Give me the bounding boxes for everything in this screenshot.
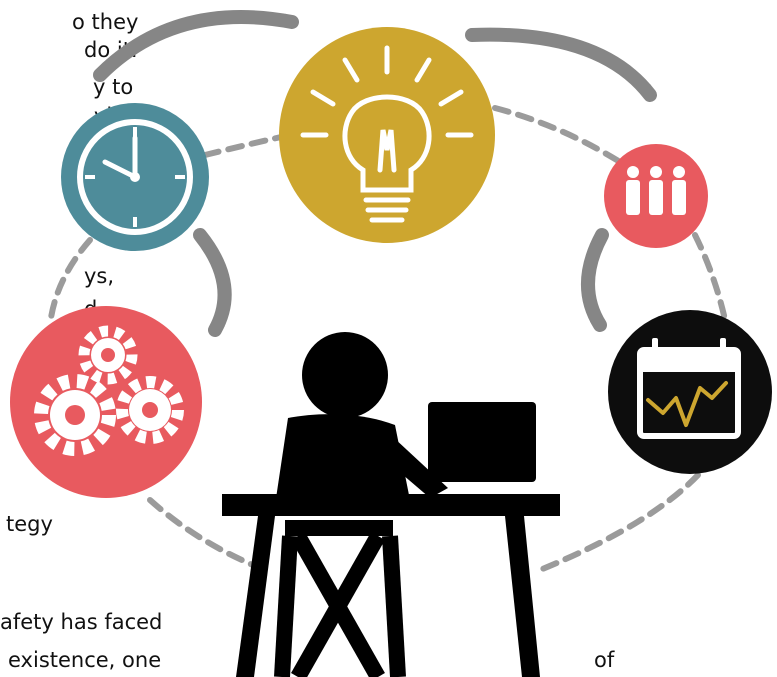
clock-icon bbox=[61, 103, 209, 251]
text-fragment: afety has faced bbox=[0, 610, 163, 634]
text-fragment: tegy bbox=[6, 512, 53, 536]
text-fragment: ys, bbox=[84, 264, 115, 288]
people-icon bbox=[604, 144, 708, 248]
person-at-desk-icon bbox=[222, 332, 560, 677]
gears-icon bbox=[10, 306, 202, 498]
calendar-chart-icon bbox=[608, 310, 772, 474]
text-fragment: o they bbox=[72, 10, 139, 34]
lightbulb-icon bbox=[279, 27, 495, 243]
flow-arrows bbox=[93, 10, 657, 337]
text-fragment: of bbox=[594, 648, 615, 672]
text-fragment: existence, one bbox=[8, 648, 162, 672]
